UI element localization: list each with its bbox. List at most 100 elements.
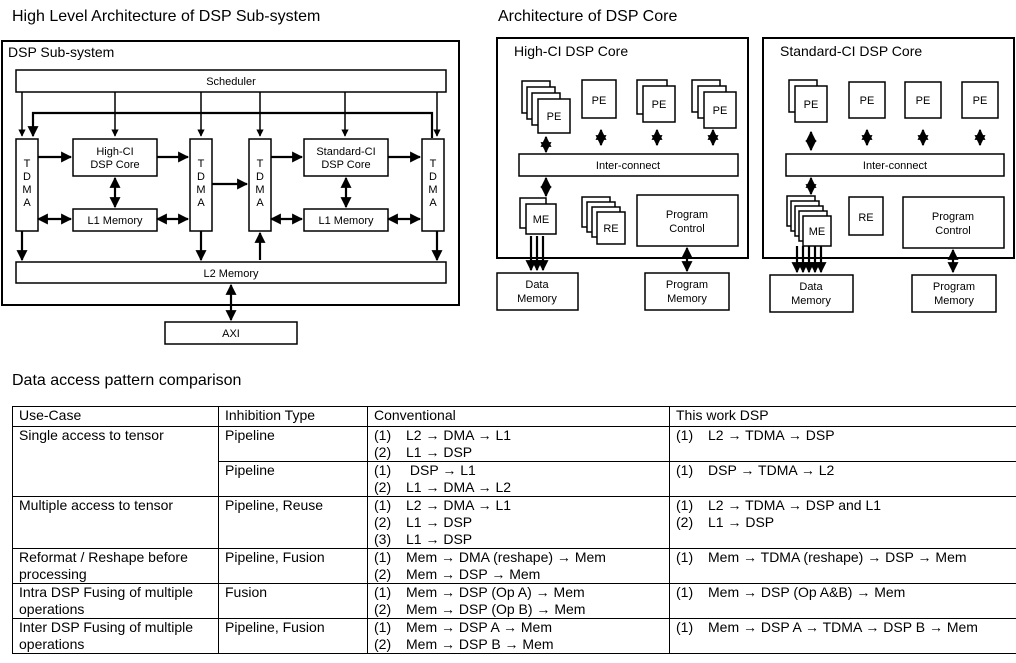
re-stack-high-ci: RE — [581, 196, 626, 245]
table-header-row: Use-Case Inhibition Type Conventional Th… — [12, 406, 1016, 427]
l1-memory-label: L1 Memory — [87, 215, 143, 227]
table-heading: Data access pattern comparison — [12, 372, 242, 389]
interconnect-label: Inter-connect — [863, 160, 927, 172]
conventional-cell: (1)L2 → DMA → L1 (2)L1 → DSP (3)L1 → DSP — [367, 496, 670, 549]
program-control-standard-ci — [902, 196, 1005, 249]
use-case-cell: Reformat / Reshape before processing — [12, 548, 219, 584]
pe-stack-1: PE — [521, 80, 571, 134]
axi-block — [164, 321, 298, 345]
this-work-cell: (1)Mem → DSP A → TDMA → DSP B → Mem — [669, 618, 1016, 654]
header-inhibition-type: Inhibition Type — [218, 406, 368, 427]
me-label: ME — [533, 214, 550, 226]
me-stack-high-ci: ME — [519, 197, 557, 235]
table-row: Single access to tensor Pipeline (1)L2 →… — [12, 426, 1016, 497]
pe-label: PE — [916, 95, 931, 107]
pe-label: PE — [713, 105, 728, 117]
inhibition-type-cell: Pipeline — [218, 461, 368, 497]
use-case-cell: Multiple access to tensor — [12, 496, 219, 549]
scheduler-label: Scheduler — [206, 76, 256, 88]
inhibition-type-cell: Pipeline, Reuse — [218, 496, 368, 549]
table-row: Inter DSP Fusing of multiple operations … — [12, 618, 1016, 654]
pe-stack-8: PE — [961, 81, 999, 119]
program-control-high-ci — [636, 194, 739, 247]
core-architecture-heading: Architecture of DSP Core — [498, 8, 678, 25]
me-label: ME — [809, 226, 826, 238]
use-case-cell: Inter DSP Fusing of multiple operations — [12, 618, 219, 654]
l2-memory-label: L2 Memory — [203, 268, 259, 280]
program-memory-high-ci — [644, 272, 730, 311]
inhibition-type-cell: Pipeline, Fusion — [218, 548, 368, 584]
table-row: Pipeline (1) DSP → L1 (2)L1 → DMA → L2 (… — [13, 461, 1016, 497]
table-row: Reformat / Reshape before processing Pip… — [12, 548, 1016, 584]
l1-memory-label: L1 Memory — [318, 215, 374, 227]
program-memory-standard-ci — [911, 274, 997, 313]
pe-stack-5: PE — [788, 79, 828, 123]
header-this-work: This work DSP — [669, 406, 1016, 427]
data-memory-high-ci — [496, 272, 579, 311]
inhibition-type-cell: Pipeline, Fusion — [218, 618, 368, 654]
this-work-cell: (1)DSP → TDMA → L2 — [669, 461, 1016, 497]
this-work-cell: (1)L2 → TDMA → DSP — [669, 426, 1016, 462]
pe-stack-3: PE — [636, 79, 676, 123]
header-use-case: Use-Case — [12, 406, 219, 427]
table-row: Multiple access to tensor Pipeline, Reus… — [12, 496, 1016, 549]
conventional-cell: (1)Mem → DSP A → Mem (2)Mem → DSP B → Me… — [367, 618, 670, 654]
inhibition-type-cell: Fusion — [218, 583, 368, 619]
interconnect-label: Inter-connect — [596, 160, 660, 172]
pe-label: PE — [547, 111, 562, 123]
conventional-cell: (1)Mem → DMA (reshape) → Mem (2)Mem → DS… — [367, 548, 670, 584]
l2-memory-bus — [15, 261, 447, 284]
re-label: RE — [603, 223, 618, 235]
re-label: RE — [858, 212, 873, 224]
pe-stack-6: PE — [848, 81, 886, 119]
standard-ci-core-title: Standard-CI DSP Core — [780, 43, 922, 59]
pe-stack-2: PE — [581, 79, 617, 119]
pe-label: PE — [804, 99, 819, 111]
this-work-cell: (1)Mem → TDMA (reshape) → DSP → Mem — [669, 548, 1016, 584]
pe-label: PE — [860, 95, 875, 107]
dsp-subsystem-label: DSP Sub-system — [8, 44, 114, 60]
header-conventional: Conventional — [367, 406, 670, 427]
subsystem-heading: High Level Architecture of DSP Sub-syste… — [12, 8, 321, 25]
interconnect-bar-high-ci — [518, 153, 739, 177]
use-case-cell: Single access to tensor — [12, 426, 219, 497]
inhibition-type-cell: Pipeline — [218, 426, 368, 462]
this-work-cell: (1)L2 → TDMA → DSP and L1 (2)L1 → DSP — [669, 496, 1016, 549]
use-case-cell: Intra DSP Fusing of multiple operations — [12, 583, 219, 619]
high-ci-core-title: High-CI DSP Core — [514, 43, 628, 59]
data-memory-standard-ci — [769, 274, 854, 313]
table-row: Intra DSP Fusing of multiple operations … — [12, 583, 1016, 619]
comparison-table: Use-Case Inhibition Type Conventional Th… — [12, 406, 1016, 654]
conventional-cell: (1)Mem → DSP (Op A) → Mem (2)Mem → DSP (… — [367, 583, 670, 619]
standard-ci-dsp-core-block — [303, 138, 389, 177]
axi-label: AXI — [222, 328, 240, 340]
me-stack-standard-ci: ME — [786, 195, 832, 247]
conventional-cell: (1) DSP → L1 (2)L1 → DMA → L2 — [367, 461, 670, 497]
high-ci-dsp-core-block — [72, 138, 158, 177]
this-work-cell: (1)Mem → DSP (Op A&B) → Mem — [669, 583, 1016, 619]
pe-stack-7: PE — [904, 81, 942, 119]
pe-label: PE — [592, 95, 607, 107]
scheduler-bus — [15, 69, 447, 93]
pe-stack-4: PE — [691, 79, 737, 129]
interconnect-bar-standard-ci — [785, 153, 1005, 177]
re-stack-standard-ci: RE — [848, 196, 884, 236]
conventional-cell: (1)L2 → DMA → L1 (2)L1 → DSP — [367, 426, 670, 462]
